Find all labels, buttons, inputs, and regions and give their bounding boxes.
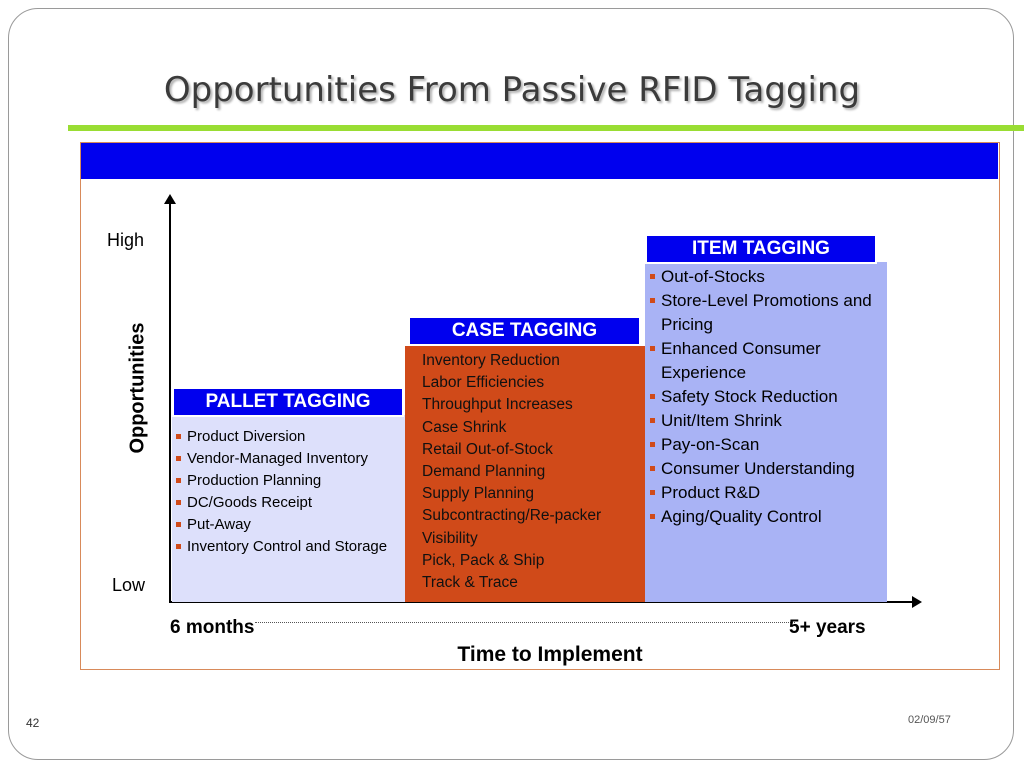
slide-number: 42 <box>26 716 40 730</box>
x-axis-title: Time to Implement <box>457 643 643 666</box>
list-item: Throughput Increases <box>422 396 573 414</box>
list-item: Unit/Item Shrink <box>650 409 885 433</box>
y-axis-arrow-icon <box>164 194 176 204</box>
slide-title: Opportunities From Passive RFID Tagging <box>163 70 861 110</box>
header-band <box>81 143 998 179</box>
slide-frame <box>8 8 1014 760</box>
x-axis-arrow-icon <box>912 596 922 608</box>
list-item: Labor Efficiencies <box>422 374 545 392</box>
list-item: Case Shrink <box>422 418 507 436</box>
pallet-tagging-header: PALLET TAGGING <box>172 387 404 417</box>
y-axis-line <box>169 202 171 602</box>
slide-date: 02/09/57 <box>908 714 951 726</box>
item-tagging-box <box>645 262 887 602</box>
list-item: Pick, Pack & Ship <box>422 551 545 569</box>
item-tagging-list: Out-of-Stocks Store-Level Promotions and… <box>650 265 885 529</box>
list-item: Demand Planning <box>422 463 546 481</box>
list-item: Track & Trace <box>422 574 518 592</box>
list-item: Out-of-Stocks <box>650 265 885 289</box>
list-item: Pay-on-Scan <box>650 433 885 457</box>
list-item: Vendor-Managed Inventory <box>176 448 404 470</box>
list-item: Store-Level Promotions and Pricing <box>650 289 885 337</box>
list-item: Retail Out-of-Stock <box>422 440 553 458</box>
case-tagging-header: CASE TAGGING <box>408 316 641 346</box>
list-item: Safety Stock Reduction <box>650 385 885 409</box>
pallet-tagging-list: Product Diversion Vendor-Managed Invento… <box>176 426 404 558</box>
list-item: Aging/Quality Control <box>650 505 885 529</box>
list-item: Product Diversion <box>176 426 404 448</box>
list-item: Supply Planning <box>422 485 535 503</box>
item-tagging-header: ITEM TAGGING <box>645 234 877 264</box>
list-item: Inventory Control and Storage <box>176 536 404 558</box>
x-end-label: 5+ years <box>789 617 866 638</box>
y-axis-title: Opportunities <box>126 322 149 454</box>
list-item: Inventory Reduction <box>422 352 560 369</box>
pallet-tagging-box <box>172 415 407 602</box>
list-item: Put-Away <box>176 514 404 536</box>
case-tagging-box <box>405 346 645 602</box>
list-item: Enhanced Consumer Experience <box>650 337 885 385</box>
list-item: Consumer Understanding <box>650 457 885 481</box>
list-item: Subcontracting/Re-packer Visibility <box>422 507 602 547</box>
list-item: Production Planning <box>176 470 404 492</box>
list-item: DC/Goods Receipt <box>176 492 404 514</box>
y-low-label: Low <box>112 575 146 595</box>
case-tagging-list: Inventory Reduction Labor Efficiencies T… <box>422 350 642 594</box>
x-range-dotted-line <box>255 622 795 623</box>
x-axis-line <box>169 601 914 603</box>
title-underline <box>68 125 1024 131</box>
list-item: Product R&D <box>650 481 885 505</box>
y-high-label: High <box>107 230 145 250</box>
x-start-label: 6 months <box>170 617 255 638</box>
